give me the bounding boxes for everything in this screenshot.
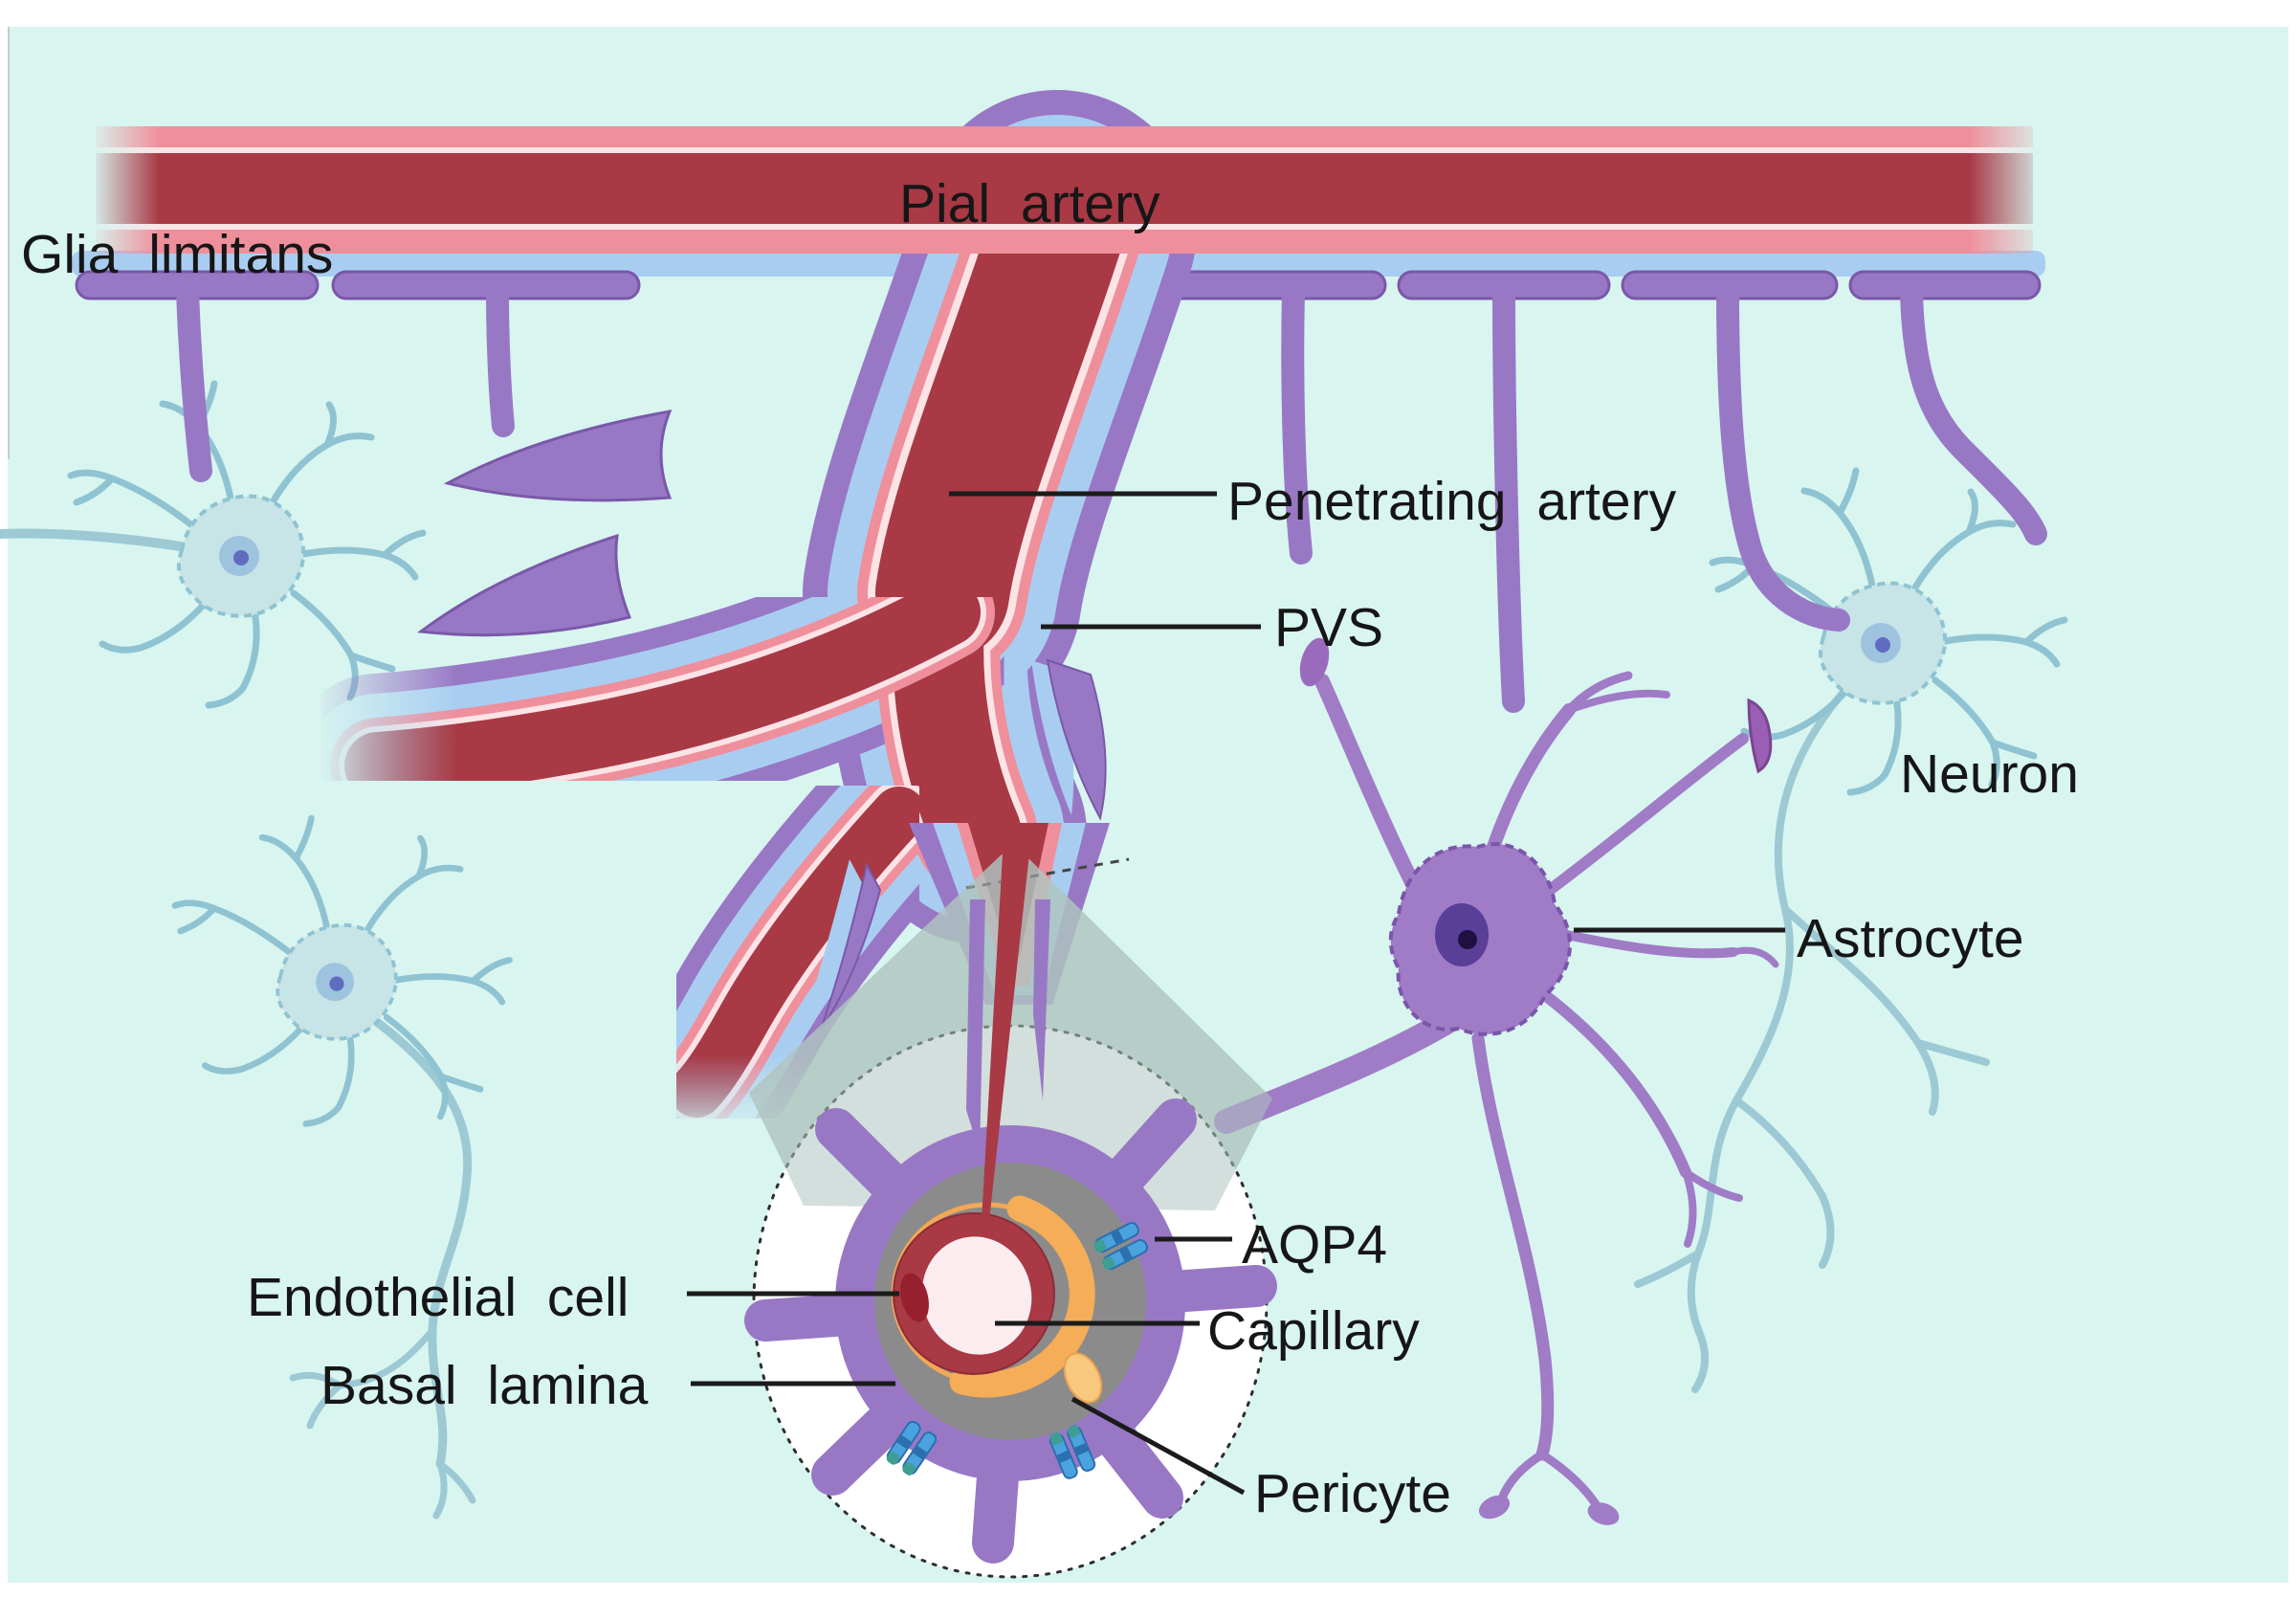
- pial-artery-label: Pial artery: [899, 173, 1160, 234]
- pericyte-nucleus: [1063, 1352, 1103, 1404]
- pvs-label: PVS: [1274, 597, 1383, 658]
- neuron-axon: [0, 528, 191, 552]
- pial-artery-band: [96, 126, 2033, 254]
- capillary-inset: [744, 854, 1277, 1579]
- neuron-right: [1634, 471, 2064, 1393]
- glia-endfeet-stems: [176, 280, 2047, 713]
- penetrating-artery-tree: [286, 90, 1197, 1171]
- leader-lines: [687, 491, 1785, 1496]
- feeding-arteriole: [982, 854, 1029, 1221]
- astrocyte-endfoot: [1587, 1502, 1620, 1525]
- astrocyte-endfoot-neuron: [1747, 698, 1773, 774]
- neuron-lower-left: [175, 818, 510, 1519]
- artery-left-branch: [330, 565, 995, 813]
- endfoot-sliver-right: [1033, 899, 1050, 1100]
- capillary-label: Capillary: [1207, 1300, 1420, 1362]
- pericyte-leader: [1071, 1396, 1246, 1496]
- neuron-upper-left: [0, 384, 423, 705]
- glia-limitans-label: Glia limitans: [21, 224, 333, 285]
- astrocyte-label: Astrocyte: [1797, 908, 2024, 969]
- aqp4-label: AQP4: [1242, 1214, 1387, 1275]
- pericyte-label: Pericyte: [1254, 1463, 1451, 1524]
- neuron-axon-branches: [289, 1326, 476, 1519]
- astrocyte-endfoot-pvs: [1299, 637, 1330, 687]
- endfoot-sliver-left: [966, 899, 985, 1153]
- astrocyte-endfeet-leaves: [417, 410, 1107, 1035]
- magnifier-cone-overlay: [749, 854, 1272, 1210]
- neuron-label: Neuron: [1900, 743, 2079, 805]
- pvs-strip: [72, 251, 2045, 277]
- cut-plane-dashed-line: [965, 857, 1130, 890]
- endothelial-nucleus: [900, 1273, 929, 1322]
- astrocyte-nucleolus: [1458, 930, 1477, 949]
- basal-lamina-label: Basal lamina: [320, 1355, 649, 1416]
- neuron-axon: [1634, 685, 1990, 1393]
- endothelial-cell-label: Endothelial cell: [247, 1267, 629, 1328]
- artery-down-branch: [655, 772, 940, 1132]
- penetrating-artery-label: Penetrating artery: [1227, 471, 1677, 532]
- astrocyte-endfoot: [1478, 1495, 1511, 1519]
- labels: Pial artery Glia limitans Penetrating ar…: [21, 173, 2079, 1524]
